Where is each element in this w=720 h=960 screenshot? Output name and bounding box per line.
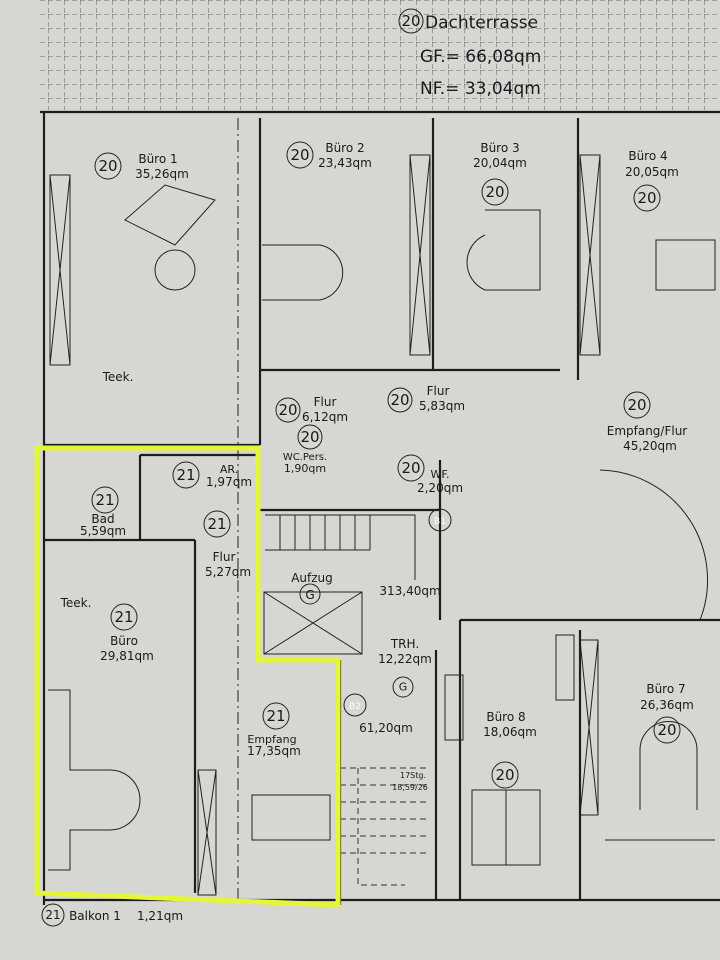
room-flur-b: 20 Flur 5,83qm bbox=[387, 384, 465, 413]
svg-text:45,20qm: 45,20qm bbox=[623, 439, 677, 453]
svg-text:Empfang: Empfang bbox=[247, 733, 296, 746]
svg-text:20: 20 bbox=[495, 766, 514, 784]
room-bad: 21 Bad 5,59qm bbox=[80, 486, 126, 538]
svg-text:18,06qm: 18,06qm bbox=[483, 725, 537, 739]
svg-text:26,36qm: 26,36qm bbox=[640, 698, 694, 712]
svg-text:Büro 1: Büro 1 bbox=[138, 152, 177, 166]
svg-text:Empfang/Flur: Empfang/Flur bbox=[607, 424, 688, 438]
svg-text:Büro 8: Büro 8 bbox=[486, 710, 525, 724]
svg-text:Flur: Flur bbox=[314, 395, 337, 409]
svg-text:21: 21 bbox=[45, 908, 60, 922]
svg-text:20: 20 bbox=[627, 396, 646, 414]
svg-text:20: 20 bbox=[637, 189, 656, 207]
room-number-circle bbox=[398, 8, 424, 34]
svg-text:Dachterrasse: Dachterrasse bbox=[425, 13, 538, 33]
svg-text:Büro 4: Büro 4 bbox=[628, 149, 667, 163]
svg-text:20: 20 bbox=[657, 721, 676, 739]
svg-text:Flur: Flur bbox=[213, 550, 236, 564]
svg-text:21: 21 bbox=[207, 515, 226, 533]
room-buero-4: Büro 4 20,05qm 20 bbox=[625, 149, 679, 212]
room-flur-a: 20 Flur 6,12qm bbox=[275, 395, 348, 424]
room-buero-2: 20 Büro 2 23,43qm bbox=[286, 141, 372, 170]
svg-text:20,05qm: 20,05qm bbox=[625, 165, 679, 179]
svg-text:G: G bbox=[305, 588, 314, 602]
room-wc-pers: 20 WC.Pers. 1,90qm bbox=[283, 424, 327, 475]
svg-text:20: 20 bbox=[485, 183, 504, 201]
room-buero-3: Büro 3 20,04qm 20 bbox=[473, 141, 527, 206]
marker-b2: B2 bbox=[343, 693, 367, 717]
svg-text:1,97qm: 1,97qm bbox=[206, 475, 252, 489]
staircase bbox=[265, 514, 430, 886]
room-buero-1: 20 Büro 1 35,26qm bbox=[94, 152, 189, 181]
svg-text:20: 20 bbox=[278, 401, 297, 419]
svg-text:20: 20 bbox=[401, 459, 420, 477]
room-buero-8: Büro 8 18,06qm 20 bbox=[483, 710, 537, 789]
marker-b1: B1 bbox=[428, 508, 452, 532]
svg-text:Büro 2: Büro 2 bbox=[325, 141, 364, 155]
svg-text:Balkon 1: Balkon 1 bbox=[69, 909, 121, 923]
room-aufzug: Aufzug G bbox=[291, 571, 333, 602]
svg-text:17,35qm: 17,35qm bbox=[247, 744, 301, 758]
svg-text:5,59qm: 5,59qm bbox=[80, 524, 126, 538]
walls bbox=[40, 110, 720, 905]
svg-text:20: 20 bbox=[290, 146, 309, 164]
svg-text:20: 20 bbox=[390, 391, 409, 409]
svg-text:20: 20 bbox=[300, 428, 319, 446]
svg-text:21: 21 bbox=[114, 608, 133, 626]
stairs-info: 17Stg. 18,59/26 bbox=[392, 771, 428, 792]
svg-text:Flur: Flur bbox=[427, 384, 450, 398]
unit-21-highlight bbox=[34, 445, 341, 908]
svg-text:WC.Pers.: WC.Pers. bbox=[283, 452, 327, 463]
terrace-label: 20 Dachterrasse GF.= 66,08qm NF.= 33,04q… bbox=[398, 8, 541, 99]
room-teek-top: Teek. bbox=[102, 370, 134, 384]
svg-text:G: G bbox=[399, 681, 408, 694]
room-teek-bottom: Teek. bbox=[60, 596, 92, 610]
svg-text:5,83qm: 5,83qm bbox=[419, 399, 465, 413]
svg-text:6,12qm: 6,12qm bbox=[302, 410, 348, 424]
svg-text:20: 20 bbox=[401, 12, 420, 30]
svg-text:NF.= 33,04qm: NF.= 33,04qm bbox=[420, 79, 541, 99]
svg-text:1,21qm: 1,21qm bbox=[137, 909, 183, 923]
svg-text:TRH.: TRH. bbox=[390, 637, 419, 651]
room-empfang-flur: 20 Empfang/Flur 45,20qm bbox=[607, 391, 688, 453]
svg-text:Büro 3: Büro 3 bbox=[480, 141, 519, 155]
svg-text:GF.= 66,08qm: GF.= 66,08qm bbox=[420, 47, 541, 67]
svg-text:Bad: Bad bbox=[91, 512, 114, 526]
svg-text:23,43qm: 23,43qm bbox=[318, 156, 372, 170]
room-buero-7: Büro 7 26,36qm 20 bbox=[640, 682, 694, 744]
svg-text:21: 21 bbox=[95, 491, 114, 509]
room-buero-21: 21 Büro 29,81qm bbox=[100, 603, 154, 663]
room-flur-c: 21 Flur 5,27qm bbox=[203, 510, 251, 579]
room-trh: TRH. 12,22qm G bbox=[378, 637, 432, 698]
svg-text:18,59/26: 18,59/26 bbox=[392, 783, 428, 792]
svg-text:WF.: WF. bbox=[431, 468, 450, 481]
stair-area-size: 313,40qm bbox=[379, 584, 440, 598]
svg-text:35,26qm: 35,26qm bbox=[135, 167, 189, 181]
svg-text:20: 20 bbox=[98, 157, 117, 175]
room-empfang: 21 Empfang 17,35qm bbox=[247, 702, 301, 758]
svg-text:AR.: AR. bbox=[220, 463, 238, 476]
room-wf: 20 WF. 2,20qm bbox=[397, 454, 463, 495]
svg-text:5,27qm: 5,27qm bbox=[205, 565, 251, 579]
svg-text:Aufzug: Aufzug bbox=[291, 571, 333, 585]
svg-text:Büro: Büro bbox=[110, 634, 138, 648]
svg-text:20,04qm: 20,04qm bbox=[473, 156, 527, 170]
svg-text:17Stg.: 17Stg. bbox=[400, 771, 426, 780]
svg-text:21: 21 bbox=[266, 707, 285, 725]
trh-area-size: 61,20qm bbox=[359, 721, 413, 735]
svg-text:B1: B1 bbox=[434, 517, 446, 527]
svg-text:29,81qm: 29,81qm bbox=[100, 649, 154, 663]
svg-text:1,90qm: 1,90qm bbox=[284, 462, 326, 475]
svg-text:2,20qm: 2,20qm bbox=[417, 481, 463, 495]
elevator bbox=[263, 583, 363, 655]
terrace-area bbox=[40, 0, 720, 110]
room-balkon: 21 Balkon 1 1,21qm bbox=[41, 903, 183, 927]
furniture bbox=[48, 184, 716, 871]
room-ar: 21 AR. 1,97qm bbox=[172, 461, 252, 489]
svg-text:Büro 7: Büro 7 bbox=[646, 682, 685, 696]
svg-text:12,22qm: 12,22qm bbox=[378, 652, 432, 666]
svg-text:B2: B2 bbox=[349, 702, 361, 712]
svg-text:21: 21 bbox=[176, 466, 195, 484]
